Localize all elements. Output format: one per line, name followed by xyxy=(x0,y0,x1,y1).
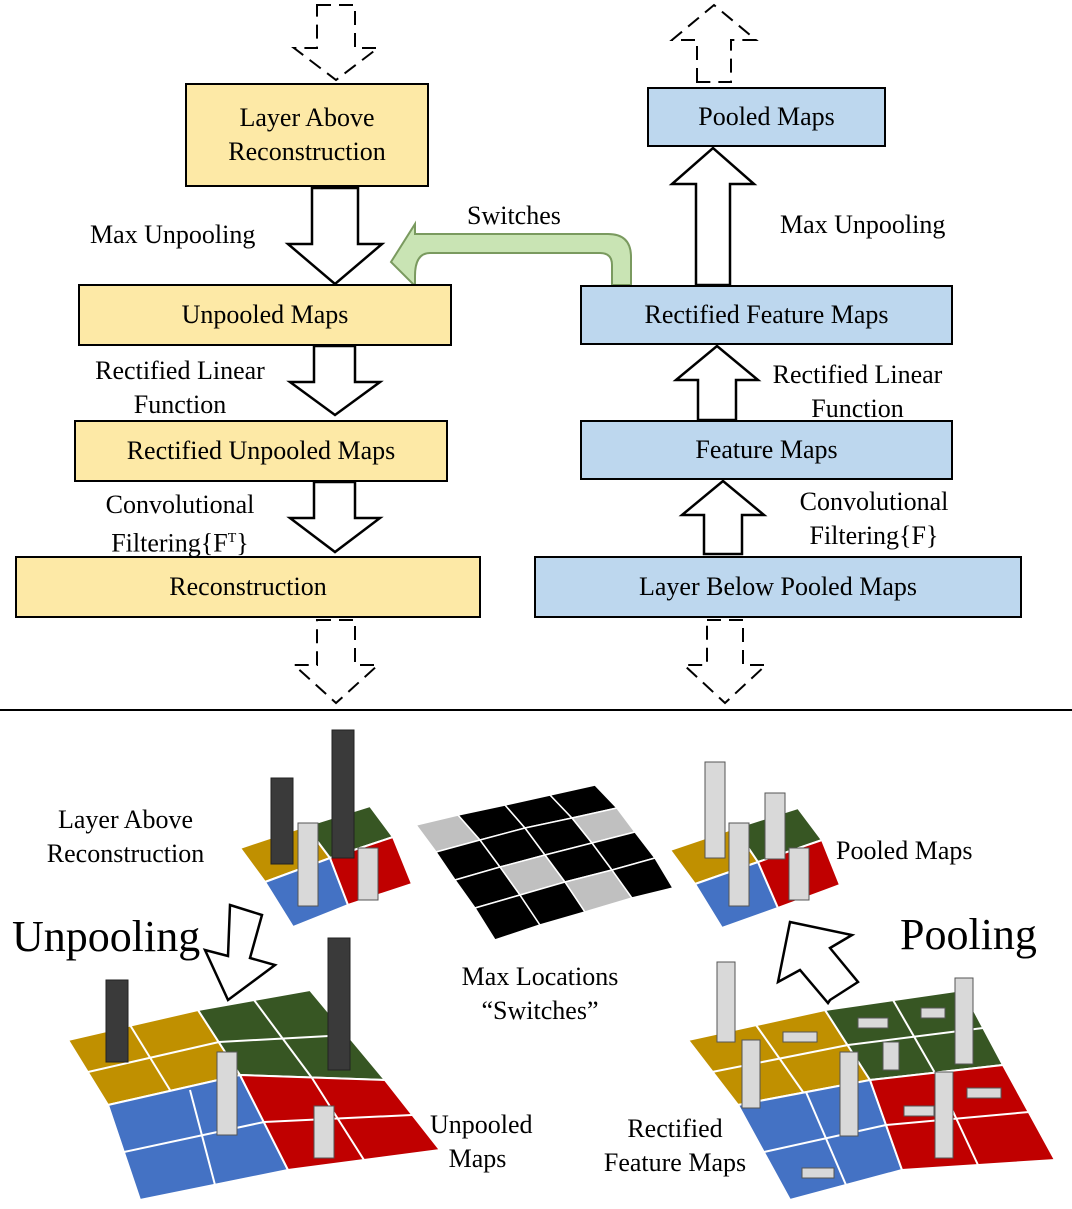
bar-light-pooled-2 xyxy=(764,792,786,860)
box-unpooled-maps: Unpooled Maps xyxy=(78,284,452,346)
big-grid-left xyxy=(66,988,442,1202)
label-filtering-end: } xyxy=(236,528,249,558)
label-pooled-maps: Pooled Maps xyxy=(836,836,973,865)
label-max-locations-switches: Max Locations “Switches” xyxy=(461,962,619,1025)
bar-light-pooled-1 xyxy=(704,761,726,859)
label-rectified-feature-maps: Rectified Feature Maps xyxy=(603,1114,747,1177)
label-max-unpooling-left: Max Unpooling xyxy=(90,220,256,249)
box-layer-above-reconstruction: Layer Above Reconstruction xyxy=(185,83,429,187)
dashed-arrow-out-bottom-left xyxy=(291,619,381,705)
bar-dark-small-1 xyxy=(270,777,294,865)
bar-light-small-1 xyxy=(297,822,319,907)
box-reconstruction: Reconstruction xyxy=(15,556,481,618)
arrow-down-rectified xyxy=(286,344,384,417)
pooling-arrow xyxy=(776,920,860,1006)
bar-dark-big-2 xyxy=(327,937,351,1071)
bar-dark-big-1 xyxy=(105,979,129,1063)
bar-light-pooled-4 xyxy=(788,847,810,901)
dashed-arrow-out-top-right xyxy=(669,3,759,83)
box-pooled-maps: Pooled Maps xyxy=(647,87,886,147)
switches-grid xyxy=(414,784,675,941)
dashed-arrow-in-top-left xyxy=(291,4,381,82)
unpooling-arrow xyxy=(202,903,278,1002)
bar-light-pooled-3 xyxy=(728,822,750,907)
bar-light-big-1 xyxy=(216,1051,238,1136)
arrow-down-convolutional xyxy=(286,480,384,554)
arrow-up-rectified xyxy=(672,344,762,422)
bar-dark-small-2 xyxy=(331,729,355,859)
label-layer-above-reconstruction: Layer Above Reconstruction xyxy=(46,805,205,868)
label-rectified-linear-left: Rectified Linear Function xyxy=(95,356,265,419)
small-grid-left xyxy=(238,804,414,929)
bar-light-big-2 xyxy=(313,1105,335,1159)
dashed-arrow-in-bottom-right xyxy=(681,619,769,705)
label-convolutional-right: Convolutional Filtering{F} xyxy=(799,487,949,550)
label-rectified-linear-right: Rectified Linear Function xyxy=(772,360,943,423)
switches-arrow xyxy=(389,220,632,289)
box-rectified-feature-maps: Rectified Feature Maps xyxy=(580,285,953,345)
label-filtering-sup: T xyxy=(227,531,237,546)
rectified-bars xyxy=(716,961,1002,1179)
bar-light-small-2 xyxy=(357,847,379,901)
label-unpooled-maps: Unpooled Maps xyxy=(430,1110,533,1173)
box-rectified-unpooled-maps: Rectified Unpooled Maps xyxy=(74,420,448,482)
arrow-down-max-unpooling xyxy=(284,186,386,286)
arrow-up-pooling xyxy=(668,146,758,287)
label-max-unpooling-right: Max Unpooling xyxy=(780,210,946,239)
small-grid-right xyxy=(668,806,842,930)
label-convolutional-text: Convolutional xyxy=(105,490,255,519)
label-pooling: Pooling xyxy=(900,910,1037,959)
arrow-up-convolutional xyxy=(678,479,768,556)
box-feature-maps: Feature Maps xyxy=(580,420,953,480)
label-switches: Switches xyxy=(467,201,561,230)
box-layer-below-pooled-maps: Layer Below Pooled Maps xyxy=(534,556,1022,618)
label-unpooling: Unpooling xyxy=(12,912,201,961)
label-filtering-text: Filtering{F xyxy=(111,528,228,558)
label-convolutional-left: Convolutional Filtering{FT} xyxy=(80,488,280,561)
